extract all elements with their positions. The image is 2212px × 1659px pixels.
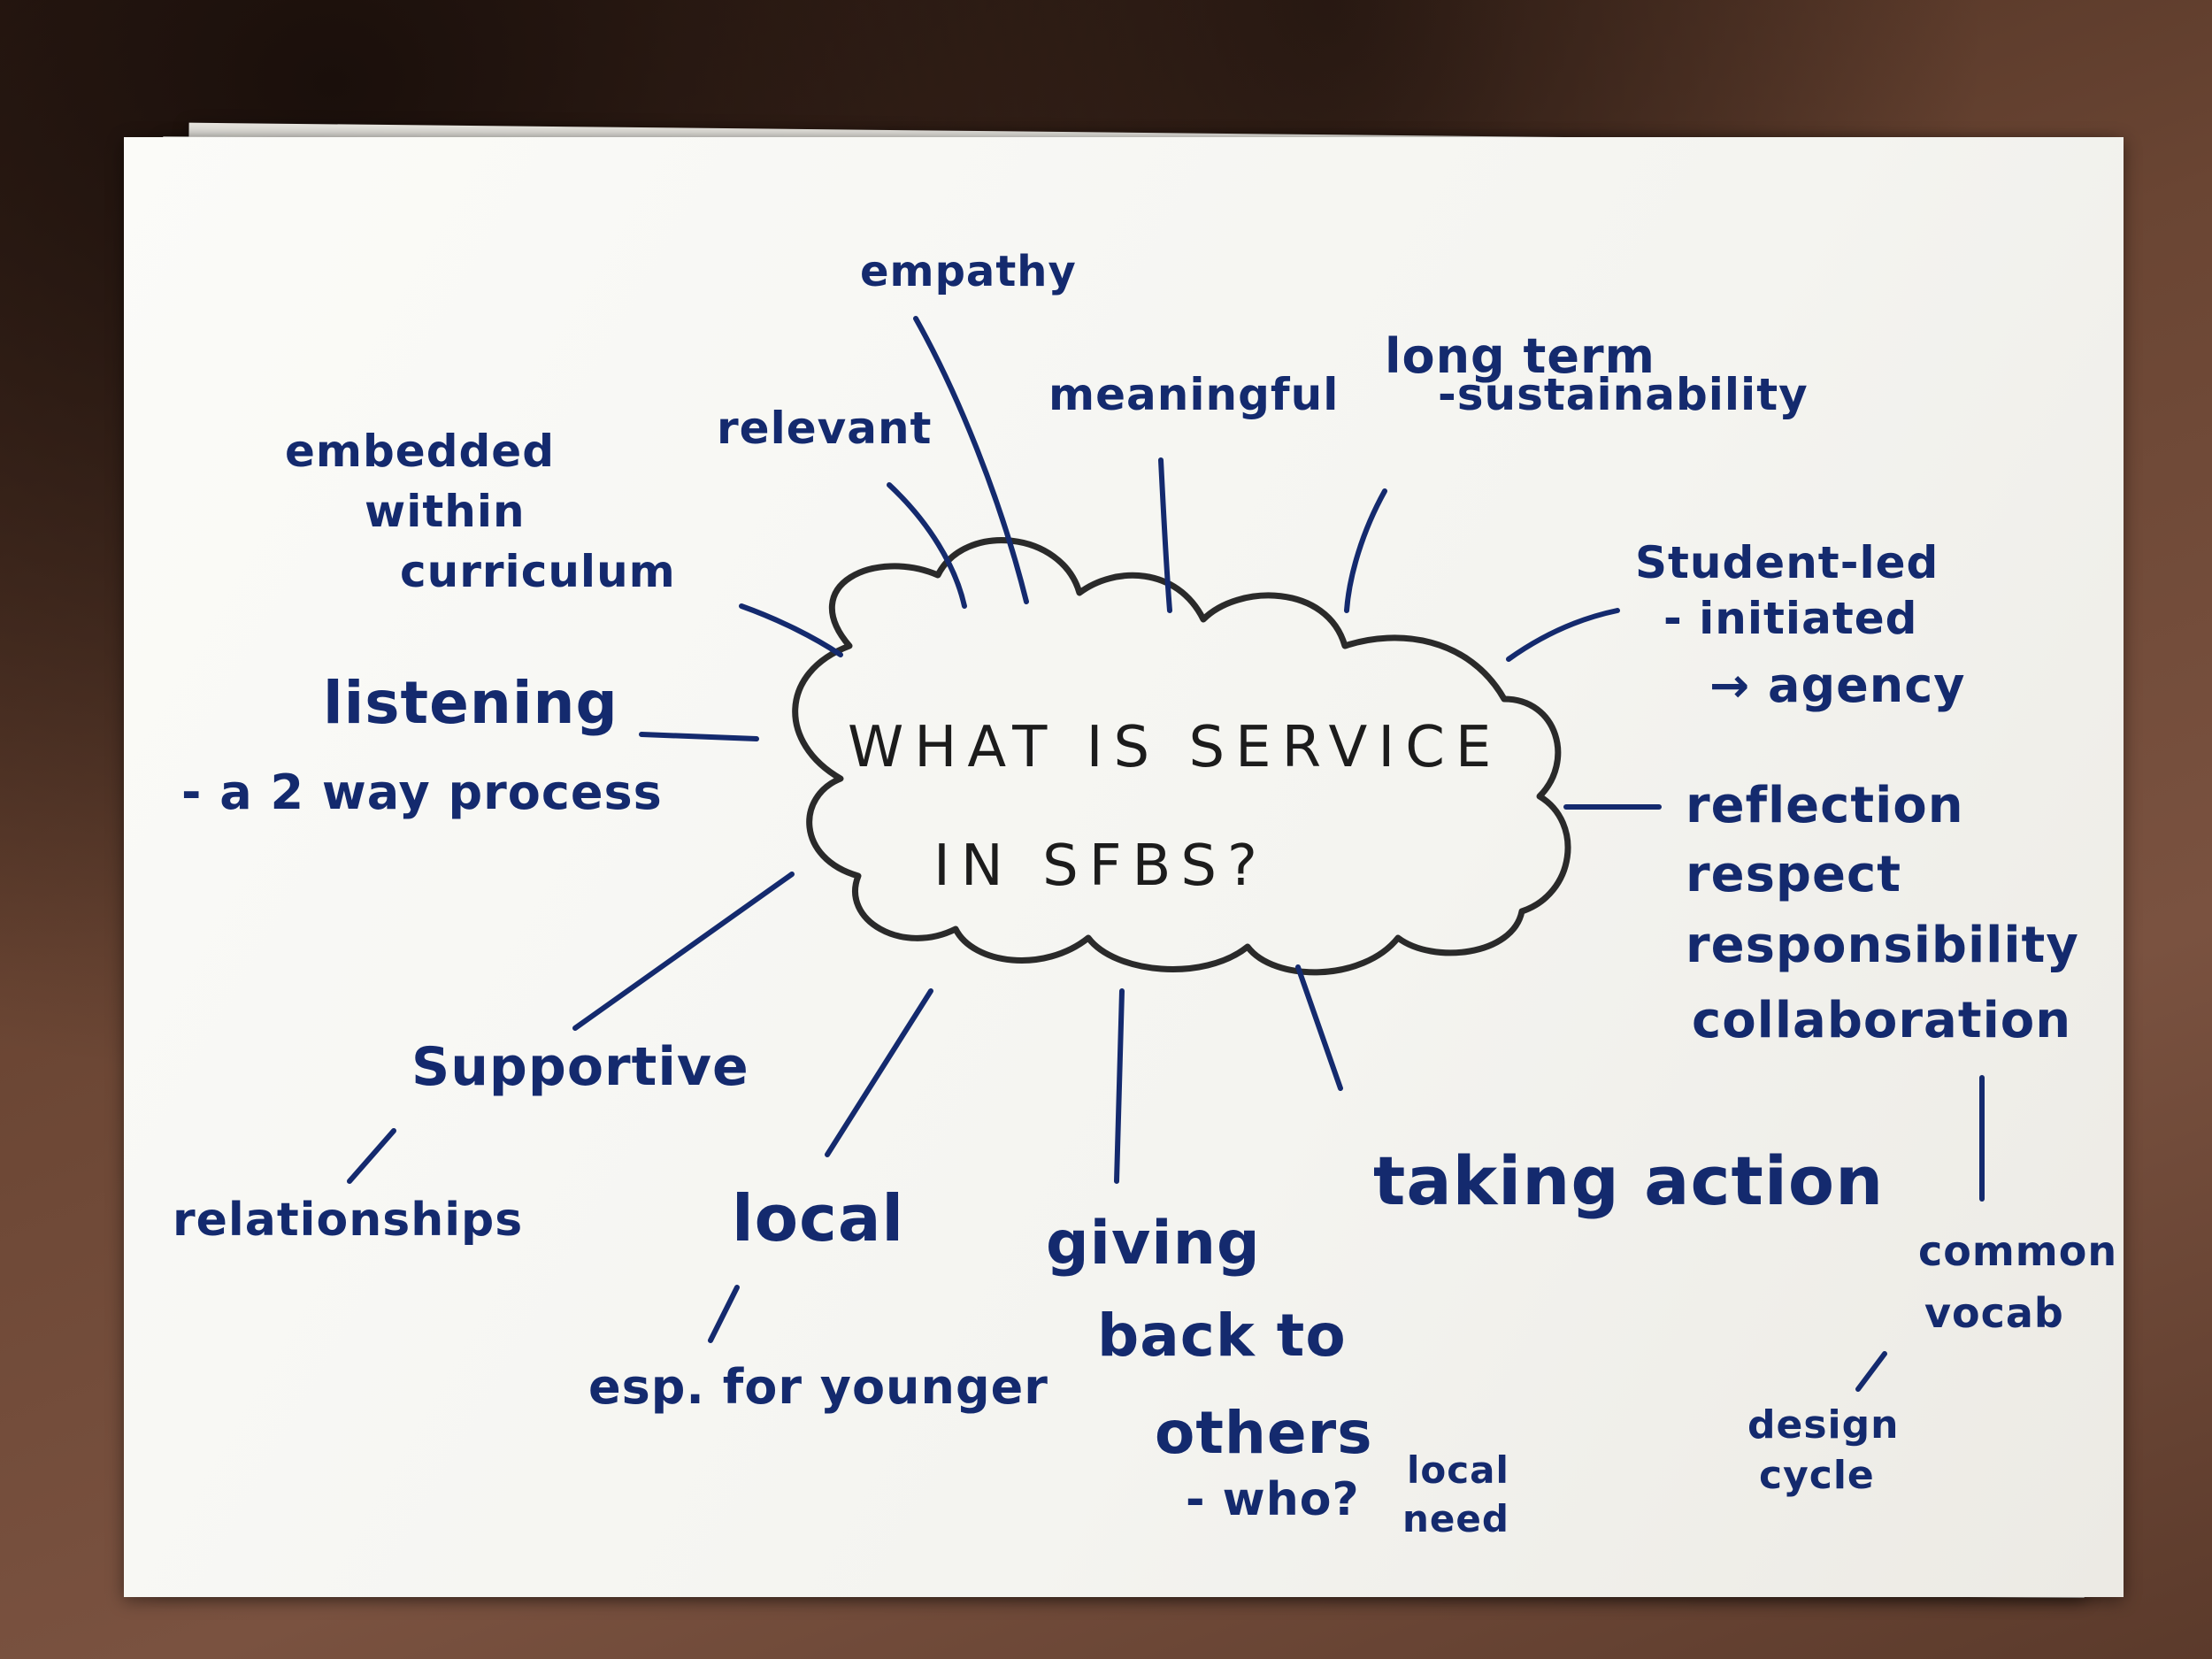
node-local-need-2: need	[1402, 1497, 1509, 1540]
line-esp	[708, 1285, 740, 1343]
node-local-need-1: local	[1407, 1448, 1509, 1492]
node-embedded-3: curriculum	[400, 546, 676, 597]
node-student-2: - initiated	[1663, 593, 1918, 644]
line-local	[825, 988, 933, 1157]
node-long-term-1: long term	[1385, 328, 1655, 384]
line-supportive	[572, 872, 795, 1031]
line-giving	[1114, 988, 1125, 1184]
node-relevant: relevant	[717, 403, 933, 454]
node-taking-action: taking action	[1373, 1141, 1885, 1220]
node-giving-2: back to	[1097, 1302, 1347, 1370]
node-meaningful: meaningful	[1048, 369, 1340, 420]
node-common-1: common	[1918, 1227, 2118, 1275]
line-listening	[639, 732, 759, 741]
node-embedded-1: embedded	[285, 426, 555, 477]
line-embedded	[739, 603, 843, 657]
node-giving-3: others	[1155, 1399, 1373, 1467]
line-meaningful	[1158, 457, 1172, 613]
center-question-line-2: IN SFBS?	[933, 833, 1268, 899]
line-design	[1855, 1351, 1887, 1392]
line-taking-action	[1295, 964, 1343, 1091]
node-who: - who?	[1186, 1473, 1360, 1526]
line-relationships	[347, 1128, 396, 1184]
node-empathy: empathy	[860, 247, 1077, 296]
line-student	[1506, 608, 1620, 662]
node-local: local	[732, 1181, 905, 1256]
paper-sheet-front	[124, 137, 2124, 1597]
node-esp-younger: esp. for younger	[588, 1359, 1048, 1415]
line-relevant	[887, 482, 967, 609]
node-reflection-3: responsibility	[1686, 917, 2079, 974]
node-student-3: → agency	[1709, 657, 1966, 713]
node-giving-1: giving	[1046, 1209, 1261, 1279]
node-listening-1: listening	[323, 669, 618, 737]
node-common-2: vocab	[1924, 1289, 2064, 1337]
node-design-1: design	[1747, 1402, 1900, 1448]
node-reflection-2: respect	[1686, 846, 1901, 903]
line-empathy	[913, 316, 1029, 604]
node-supportive: Supportive	[411, 1036, 749, 1098]
node-reflection-4: collaboration	[1692, 992, 2072, 1049]
node-embedded-2: within	[365, 486, 526, 537]
node-reflection-1: reflection	[1686, 777, 1964, 834]
node-design-2: cycle	[1759, 1453, 1875, 1498]
node-student-1: Student-led	[1635, 537, 1939, 588]
line-long-term	[1344, 488, 1387, 613]
node-long-term-2: -sustainability	[1438, 369, 1809, 420]
node-relationships: relationships	[173, 1194, 524, 1247]
node-listening-2: - a 2 way process	[181, 764, 663, 820]
thought-cloud	[792, 537, 1571, 976]
center-question-line-1: WHAT IS SERVICE	[848, 715, 1502, 780]
